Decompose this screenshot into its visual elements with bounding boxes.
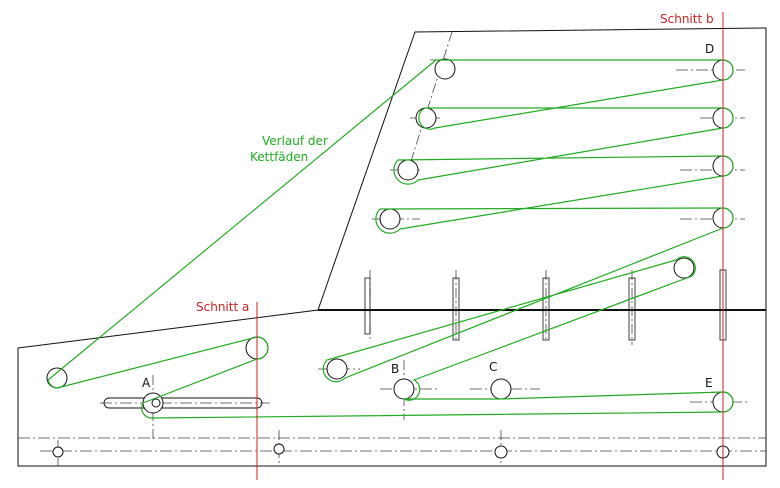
roller-top-left: [434, 58, 456, 80]
guide-slot: [103, 397, 263, 409]
section-lines: [256, 12, 724, 480]
warp-path-label-line2: Kettfäden: [250, 150, 309, 164]
support-columns: [364, 269, 727, 341]
roller-C: [490, 378, 512, 400]
point-label-E: E: [705, 376, 713, 390]
roller-small-right: [673, 257, 695, 279]
roller-A-small: [151, 398, 161, 408]
point-label-C: C: [489, 360, 498, 374]
roller-bottom-c: [494, 445, 508, 459]
rollers: [46, 58, 734, 459]
warp-thread-path: [47, 59, 734, 419]
roller-B: [393, 378, 415, 400]
point-label-B: B: [391, 362, 400, 376]
roller-4-left: [379, 208, 401, 230]
warp-path-label-line1: Verlauf der: [262, 134, 328, 148]
schnitt-b-label: Schnitt b: [660, 12, 714, 26]
schnitt-a-label: Schnitt a: [196, 300, 250, 314]
point-label-A: A: [142, 376, 151, 390]
roller-3-left: [397, 159, 419, 181]
roller-mid-left: [326, 358, 348, 380]
roller-bottom-left: [52, 446, 64, 458]
roller-bottom-mid: [273, 443, 285, 455]
frame-outline: [17, 27, 767, 467]
point-label-D: D: [705, 42, 715, 56]
